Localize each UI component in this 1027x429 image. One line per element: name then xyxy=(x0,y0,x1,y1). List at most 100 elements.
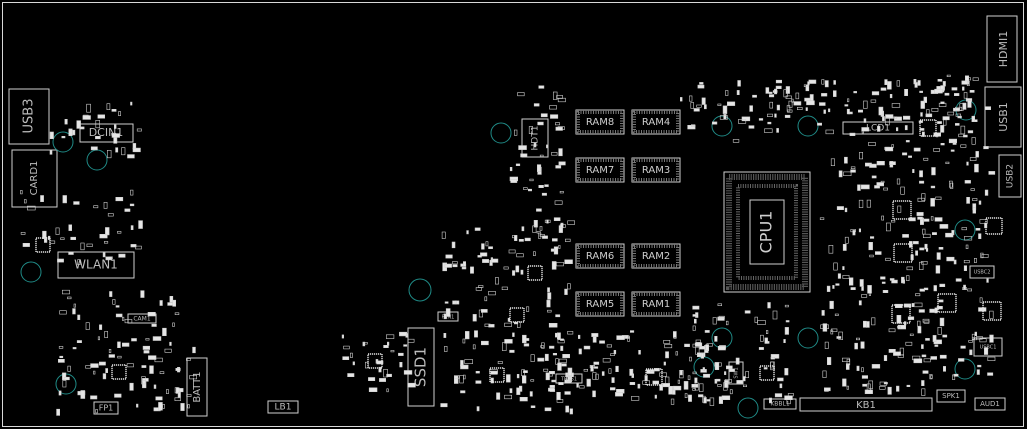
usb2-connector[interactable]: USB2 xyxy=(998,154,1022,198)
ram4-chip[interactable]: RAM4 xyxy=(631,109,681,135)
hdt1-connector[interactable]: HDT1 xyxy=(521,118,549,158)
cpu1-chip[interactable]: CPU1 xyxy=(723,171,811,293)
smd-pad xyxy=(803,84,809,88)
ram1-chip[interactable]: RAM1 xyxy=(631,291,681,317)
usb1-connector[interactable]: USB1 xyxy=(984,86,1022,148)
smd-pad xyxy=(68,251,74,255)
smd-pad xyxy=(444,301,449,304)
smd-pad xyxy=(490,377,494,384)
smd-pad xyxy=(929,373,933,380)
smd-pad xyxy=(902,115,911,120)
smd-pad xyxy=(558,382,564,385)
smd-pad xyxy=(723,382,728,391)
smd-pad xyxy=(952,374,956,380)
ram3-chip[interactable]: RAM3 xyxy=(631,157,681,183)
smd-pad xyxy=(504,322,512,327)
cam1-connector[interactable]: CAM1 xyxy=(127,313,157,324)
smd-pad xyxy=(57,358,65,363)
smd-pad xyxy=(117,231,122,234)
smd-pad xyxy=(906,384,911,388)
smd-pad xyxy=(482,259,489,263)
smd-pad xyxy=(974,331,978,337)
fp1-connector[interactable]: FP1 xyxy=(93,401,119,415)
wlan1-connector[interactable]: WLAN1 xyxy=(57,251,135,279)
smd-pad xyxy=(863,100,868,109)
mounting-hole xyxy=(490,122,512,144)
cam1-label: CAM1 xyxy=(133,316,150,323)
smd-pad xyxy=(443,332,447,338)
ram7-chip[interactable]: RAM7 xyxy=(575,157,625,183)
smd-pad xyxy=(978,233,982,239)
batt1-connector[interactable]: BATT1 xyxy=(186,357,208,417)
smd-pad xyxy=(858,300,862,306)
smd-pad xyxy=(164,348,172,353)
smd-pad xyxy=(978,307,987,312)
smd-pad xyxy=(775,85,782,89)
ic-package xyxy=(111,364,127,380)
kbbl1-connector[interactable]: KBBL1 xyxy=(763,398,797,410)
smd-pad xyxy=(516,373,520,379)
ram5-chip[interactable]: RAM5 xyxy=(575,291,625,317)
smd-pad xyxy=(922,370,929,374)
smd-pad xyxy=(111,109,117,112)
smd-pad xyxy=(167,302,174,306)
smd-pad xyxy=(475,370,480,374)
kb1-connector[interactable]: KB1 xyxy=(799,397,933,412)
hdmi1-connector[interactable]: HDMI1 xyxy=(986,15,1018,83)
smd-pad xyxy=(159,371,165,375)
smd-pad xyxy=(919,288,925,292)
smd-pad xyxy=(501,342,507,351)
smd-pad xyxy=(564,259,573,264)
lb1-connector[interactable]: LB1 xyxy=(267,400,299,414)
smd-pad xyxy=(135,245,142,250)
usb3-label: USB3 xyxy=(22,99,37,134)
smd-pad xyxy=(963,134,968,138)
smd-pad xyxy=(955,113,961,117)
smd-pad xyxy=(977,364,982,368)
smd-pad xyxy=(524,237,531,242)
spk1-connector[interactable]: SPK1 xyxy=(936,389,966,403)
smd-pad xyxy=(177,391,181,398)
usb3-connector[interactable]: USB3 xyxy=(8,88,50,145)
smd-pad xyxy=(478,309,484,318)
smd-pad xyxy=(917,80,921,86)
smd-pad xyxy=(989,334,994,343)
ram8-chip[interactable]: RAM8 xyxy=(575,109,625,135)
smd-pad xyxy=(972,207,977,214)
usbc2-connector[interactable]: USBC2 xyxy=(969,265,995,279)
ram6-chip[interactable]: RAM6 xyxy=(575,243,625,269)
smd-pad xyxy=(923,358,931,363)
smd-pad xyxy=(914,302,923,308)
smd-pad xyxy=(126,363,134,368)
aud1-connector[interactable]: AUD1 xyxy=(974,397,1006,411)
smd-pad xyxy=(72,308,76,315)
smd-pad xyxy=(459,375,464,384)
ram2-chip[interactable]: RAM2 xyxy=(631,243,681,269)
smd-pad xyxy=(474,330,478,338)
smd-pad xyxy=(785,320,790,323)
smd-pad xyxy=(558,245,561,249)
smd-pad xyxy=(830,158,835,167)
smd-pad xyxy=(926,109,930,116)
ssd1-connector[interactable]: SSD1 xyxy=(407,327,435,407)
smd-pad xyxy=(861,294,868,298)
smd-pad xyxy=(521,226,525,232)
smd-pad xyxy=(983,146,989,150)
smd-pad xyxy=(853,91,858,94)
smd-pad xyxy=(122,342,130,347)
smd-pad xyxy=(545,372,550,381)
smd-pad xyxy=(705,344,710,352)
smd-pad xyxy=(67,296,72,300)
smd-pad xyxy=(962,86,965,91)
card1-connector[interactable]: CARD1 xyxy=(11,149,58,208)
smd-pad xyxy=(90,146,98,151)
smd-pad xyxy=(902,279,906,284)
smd-pad xyxy=(934,307,938,314)
smd-pad xyxy=(878,106,884,116)
smd-pad xyxy=(732,139,740,143)
smd-pad xyxy=(629,330,635,333)
smd-pad xyxy=(386,373,392,378)
smd-pad xyxy=(976,369,980,375)
smd-pad xyxy=(343,345,350,350)
